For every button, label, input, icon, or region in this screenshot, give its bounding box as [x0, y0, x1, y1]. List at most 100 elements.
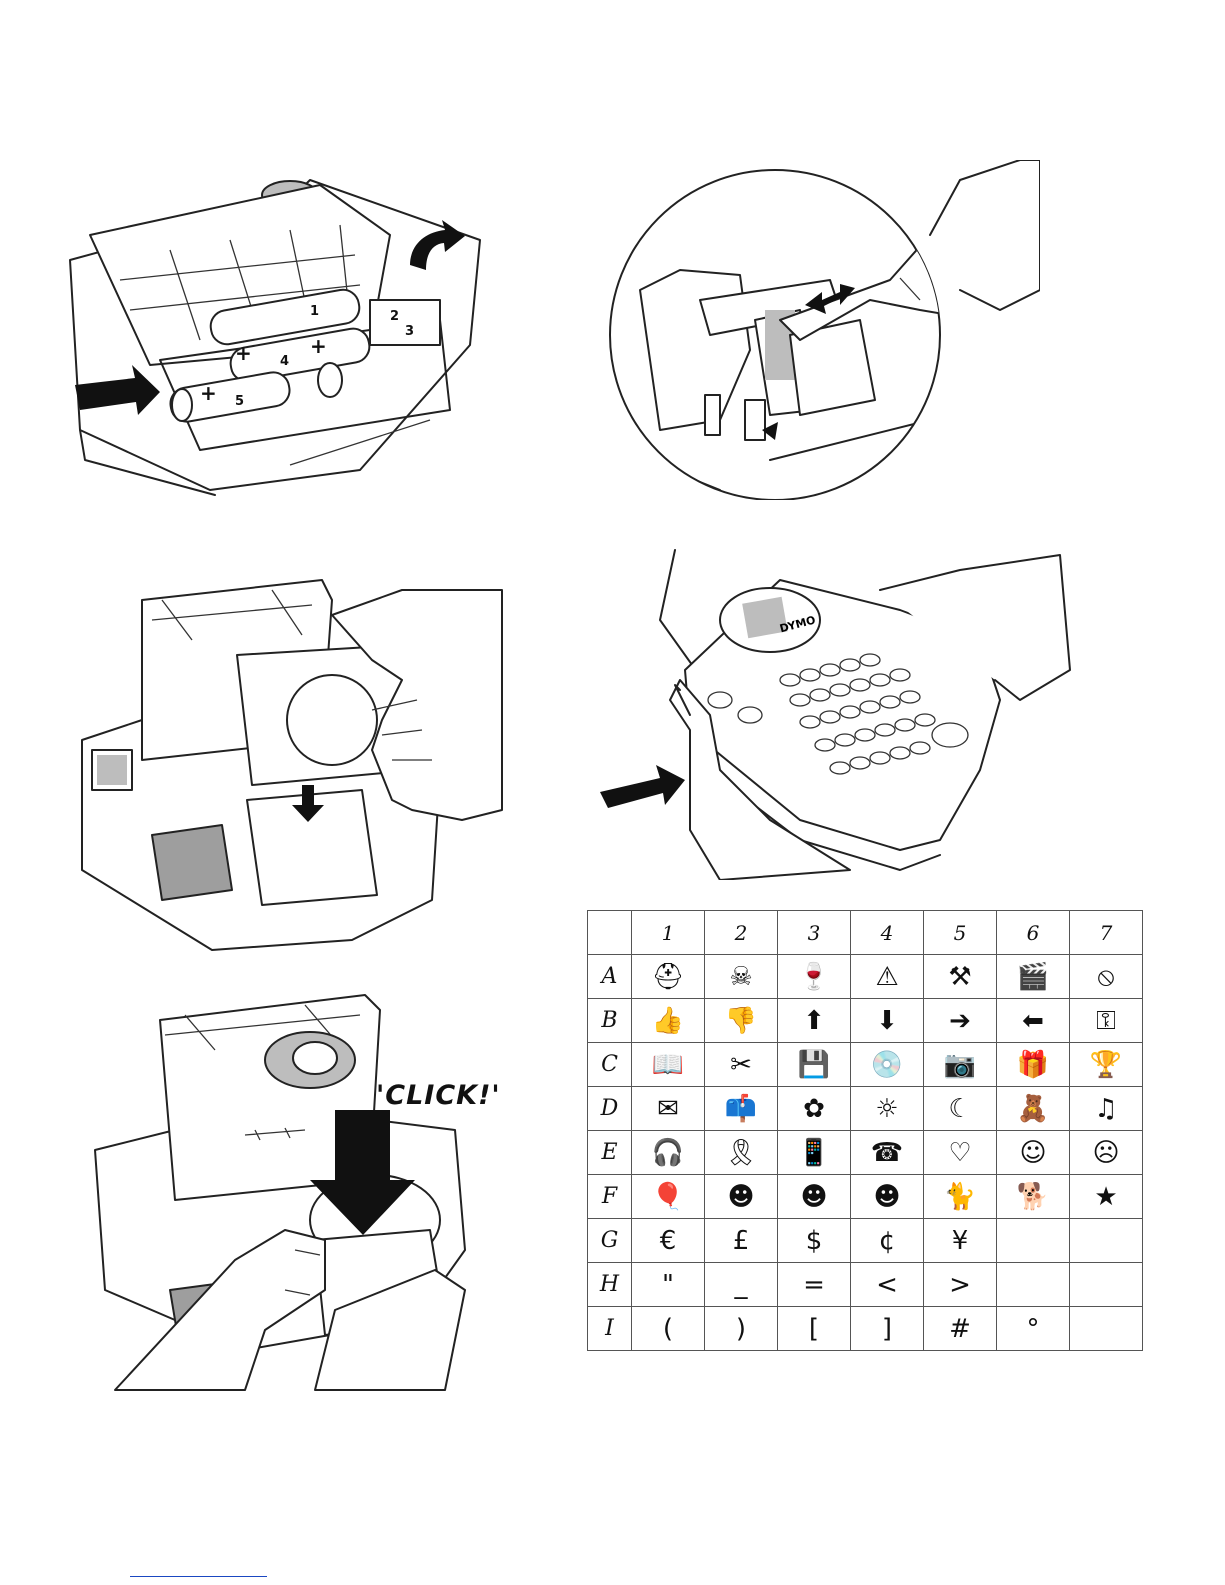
symbol-cell: ⬅	[997, 999, 1070, 1043]
battery-number: 4	[280, 354, 289, 369]
symbol-cell: ⦸	[1070, 955, 1143, 999]
symbol-cell: =	[778, 1263, 851, 1307]
symbol-cell: 🐈	[924, 1175, 997, 1219]
row-header: B	[588, 999, 632, 1043]
column-header: 3	[778, 911, 851, 955]
symbol-cell: 🎁	[997, 1043, 1070, 1087]
symbol-cell: 🎧	[632, 1131, 705, 1175]
symbol-cell: 🎗	[705, 1131, 778, 1175]
table-row: E 🎧 🎗 📱 ☎ ♡ ☺ ☹	[588, 1131, 1143, 1175]
symbol-cell: ☎	[851, 1131, 924, 1175]
symbol-cell: ⬇	[851, 999, 924, 1043]
table-row: B 👍 👎 ⬆ ⬇ ➔ ⬅ ⚿	[588, 999, 1143, 1043]
row-header: G	[588, 1219, 632, 1263]
symbol-cell: 🧸	[997, 1087, 1070, 1131]
symbol-cell: 👍	[632, 999, 705, 1043]
symbol-cell: ☾	[924, 1087, 997, 1131]
symbol-cell: 👎	[705, 999, 778, 1043]
row-header: E	[588, 1131, 632, 1175]
table-row: I ( ) [ ] # °	[588, 1307, 1143, 1351]
symbol-cell: ⚿	[1070, 999, 1143, 1043]
table-header-row: 1 2 3 4 5 6 7	[588, 911, 1143, 955]
symbol-cell: ★	[1070, 1175, 1143, 1219]
symbol-cell: ✿	[778, 1087, 851, 1131]
footer-link-underline[interactable]	[130, 1576, 267, 1577]
table-row: H " _ = < >	[588, 1263, 1143, 1307]
symbol-cell: 💾	[778, 1043, 851, 1087]
symbol-cell: ✂	[705, 1043, 778, 1087]
symbol-cell: "	[632, 1263, 705, 1307]
symbol-cell	[1070, 1307, 1143, 1351]
table-row: F 🎈 ☻ ☻ ☻ 🐈 🐕 ★	[588, 1175, 1143, 1219]
symbol-cell: <	[851, 1263, 924, 1307]
symbol-cell: ¢	[851, 1219, 924, 1263]
symbol-cell: ¥	[924, 1219, 997, 1263]
symbol-cell: ⛑	[632, 955, 705, 999]
symbol-cell: ♫	[1070, 1087, 1143, 1131]
symbol-cell: ☻	[851, 1175, 924, 1219]
symbol-cell: 💿	[851, 1043, 924, 1087]
symbol-cell: ☻	[778, 1175, 851, 1219]
battery-number: 5	[235, 394, 244, 409]
symbol-cell: #	[924, 1307, 997, 1351]
cleaning-detail-illustration	[600, 160, 1040, 500]
symbol-cell: ☹	[1070, 1131, 1143, 1175]
hand-held-labeler-illustration: DYMO	[600, 540, 1080, 880]
column-header: 7	[1070, 911, 1143, 955]
symbol-cell: 🐕	[997, 1175, 1070, 1219]
symbol-cell: ♡	[924, 1131, 997, 1175]
symbol-cell: ⚠	[851, 955, 924, 999]
symbol-cell: ☠	[705, 955, 778, 999]
symbol-cell: °	[997, 1307, 1070, 1351]
symbol-cell: 🏆	[1070, 1043, 1143, 1087]
battery-plus: +	[235, 341, 252, 365]
symbol-cell: ]	[851, 1307, 924, 1351]
row-header: F	[588, 1175, 632, 1219]
symbol-cell: 📷	[924, 1043, 997, 1087]
battery-number: 3	[405, 324, 414, 339]
symbol-cell	[1070, 1219, 1143, 1263]
table-row: A ⛑ ☠ 🍷 ⚠ ⚒ 🎬 ⦸	[588, 955, 1143, 999]
symbol-cell: ⬆	[778, 999, 851, 1043]
symbol-cell	[1070, 1263, 1143, 1307]
column-header: 2	[705, 911, 778, 955]
table-row: C 📖 ✂ 💾 💿 📷 🎁 🏆	[588, 1043, 1143, 1087]
column-header: 6	[997, 911, 1070, 955]
cassette-click-illustration	[85, 990, 475, 1395]
table-corner-cell	[588, 911, 632, 955]
click-label: 'CLICK!'	[376, 1080, 501, 1111]
symbol-cell: 🍷	[778, 955, 851, 999]
row-header: H	[588, 1263, 632, 1307]
column-header: 4	[851, 911, 924, 955]
symbol-cell: 📫	[705, 1087, 778, 1131]
column-header: 5	[924, 911, 997, 955]
symbol-cell	[997, 1263, 1070, 1307]
battery-plus: +	[200, 381, 217, 405]
row-header: D	[588, 1087, 632, 1131]
symbol-cell: 🎬	[997, 955, 1070, 999]
table-row: G € £ $ ¢ ¥	[588, 1219, 1143, 1263]
symbol-cell: 📖	[632, 1043, 705, 1087]
symbol-cell: (	[632, 1307, 705, 1351]
symbol-cell: ☼	[851, 1087, 924, 1131]
symbol-cell: $	[778, 1219, 851, 1263]
battery-number: 1	[310, 304, 319, 319]
symbol-cell: 📱	[778, 1131, 851, 1175]
cassette-insert-illustration	[72, 560, 512, 955]
symbol-cell: ☻	[705, 1175, 778, 1219]
symbol-cell: 🎈	[632, 1175, 705, 1219]
symbol-cell: ⚒	[924, 955, 997, 999]
symbol-cell: )	[705, 1307, 778, 1351]
symbol-cell: >	[924, 1263, 997, 1307]
symbol-cell: ➔	[924, 999, 997, 1043]
symbol-cell: ✉	[632, 1087, 705, 1131]
row-header: I	[588, 1307, 632, 1351]
symbol-cell: £	[705, 1219, 778, 1263]
battery-plus: +	[310, 334, 327, 358]
symbol-cell: _	[705, 1263, 778, 1307]
column-header: 1	[632, 911, 705, 955]
row-header: A	[588, 955, 632, 999]
symbol-cell	[997, 1219, 1070, 1263]
symbol-cell: ☺	[997, 1131, 1070, 1175]
battery-number: 2	[390, 309, 399, 324]
